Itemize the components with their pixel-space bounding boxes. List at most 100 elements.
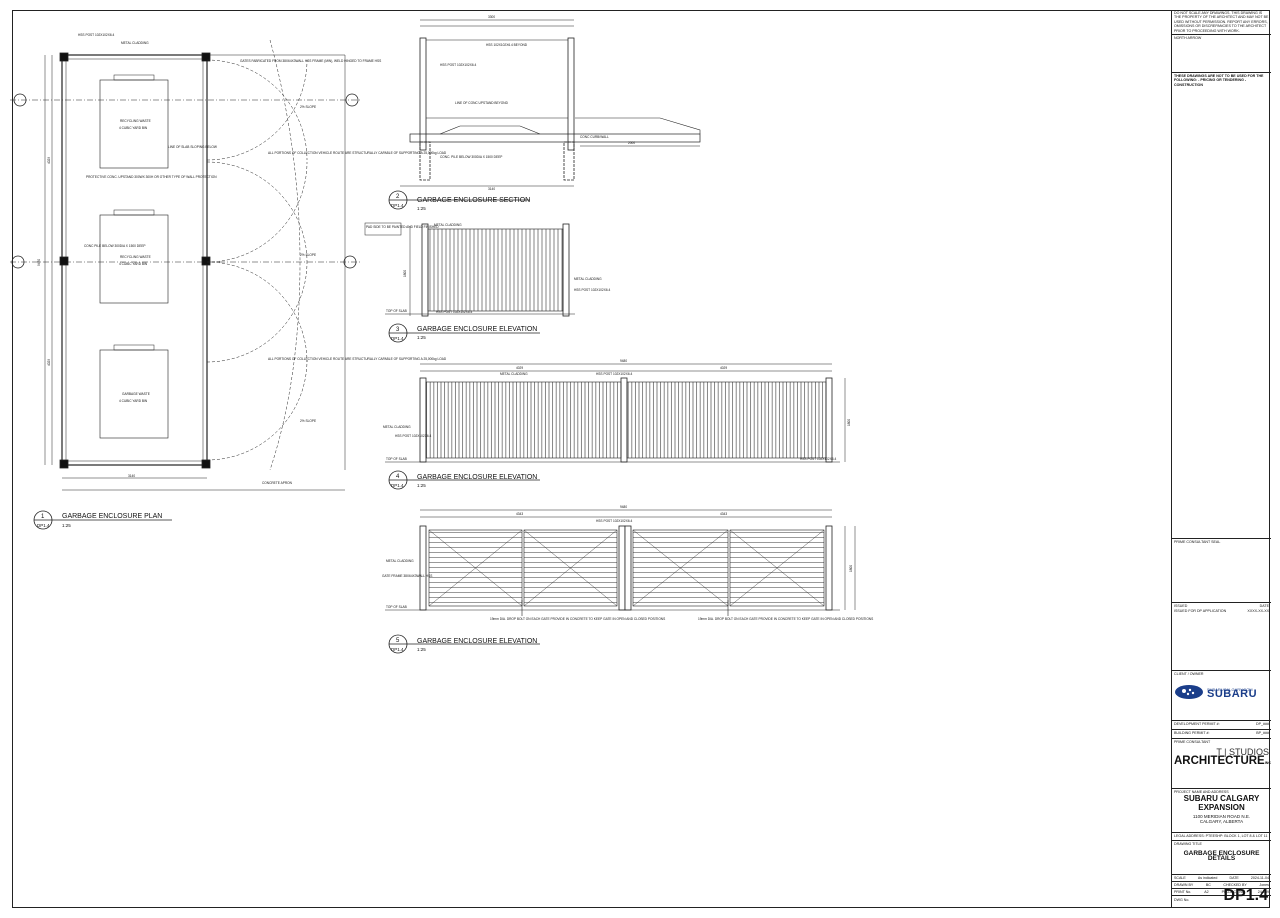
- drawing-title-label: DRAWING TITLE: [1174, 842, 1202, 846]
- elev3-hss-bottom: HSS POST 102X102X6.4: [436, 310, 472, 314]
- plan-note-slope2: 2% SLOPE: [300, 253, 316, 257]
- plan-view-number: 1: [41, 514, 45, 520]
- issue-row-date: XXXX-XX-XX: [1247, 609, 1269, 613]
- elev4-cladding: METAL CLADDING: [500, 372, 528, 376]
- elevation-5-view: [385, 509, 856, 654]
- elev5-view-number: 5: [396, 638, 400, 644]
- elev5-scale: 1:25: [417, 647, 426, 652]
- plan-dim-width: 3140: [128, 474, 135, 478]
- elev4-hss-right: HSS POST 102X102X6.4: [800, 457, 836, 461]
- section-note-curb: CONC CURB/WALL: [580, 135, 609, 139]
- project-no-label: PROJECT No.: [1221, 890, 1245, 894]
- elev4-dim-right: 4029: [720, 366, 727, 370]
- plan-dim-seg: 4029: [47, 157, 51, 164]
- drawing-sheet-border: [12, 10, 1270, 908]
- plan-bin1-label: RECYCLING WASTE: [120, 119, 151, 123]
- client-brand: SUBARU: [1207, 688, 1258, 701]
- elev4-sheet-ref: DP1.4: [391, 483, 404, 488]
- elev4-hss: HSS POST 102X102X6.4: [596, 372, 632, 376]
- checked-value: Jones: [1259, 883, 1269, 887]
- north-arrow-label: NORTH ARROW: [1174, 36, 1202, 40]
- issue-row-desc: ISSUED FOR DP APPLICATION: [1174, 609, 1227, 613]
- client-logo: SUBARUCALGARY.COM SUBARU: [1174, 684, 1269, 700]
- date-label: DATE: [1229, 876, 1239, 880]
- section-view: [388, 19, 701, 210]
- plan-note-apron: CONCRETE APRON: [262, 481, 293, 485]
- section-title: GARBAGE ENCLOSURE SECTION: [417, 197, 530, 204]
- project-label: PROJECT NAME AND ADDRESS: [1174, 790, 1229, 794]
- plan-note-cladding: METAL CLADDING: [121, 41, 149, 45]
- bldg-permit-value: BP_###: [1256, 731, 1269, 735]
- elev5-hss: HSS POST 102X102X6.4: [596, 519, 632, 523]
- dwg-no-label: DWG No.: [1174, 898, 1190, 902]
- section-view-number: 2: [396, 194, 400, 200]
- elev4-height: 1800: [847, 419, 851, 426]
- elevation-5-labels: 9480 4343 4343 HSS POST 102X102X6.4 META…: [382, 505, 873, 652]
- project-no-value: 24-259: [1257, 890, 1269, 894]
- plan-note-collection: ALL PORTIONS OF COLLECTION VEHICLE ROUTE…: [268, 151, 447, 155]
- firm-main: ARCHITECTURE: [1174, 754, 1265, 767]
- elev3-hss: HSS POST 102X102X6.4: [574, 288, 610, 292]
- section-labels: 3300 3140 2000 HSS 102X102X6.4 BEYOND HS…: [391, 15, 635, 211]
- sheet-number-box: DWG No. DP1.4: [1172, 887, 1271, 908]
- firm-top: T | STUDIOS: [1216, 747, 1269, 758]
- address-line2: CALGARY, ALBERTA: [1199, 819, 1244, 825]
- elev4-dim-left: 4029: [516, 366, 523, 370]
- client-box: CLIENT / OWNER SUBARUCALGARY.COM SUBARU: [1172, 670, 1271, 720]
- plan-labels: RECYCLING WASTE 4 CUBIC YARD BIN RECYCLI…: [37, 33, 447, 528]
- elev5-dim-right: 4343: [720, 512, 727, 516]
- plan-note-collection2: ALL PORTIONS OF COLLECTION VEHICLE ROUTE…: [268, 357, 447, 361]
- scale-value: As indicated: [1197, 876, 1218, 880]
- plan-bin3-size: 4 CUBIC YARD BIN: [119, 399, 148, 403]
- plan-title: GARBAGE ENCLOSURE PLAN: [62, 513, 162, 520]
- drawn-label: DRAWN BY: [1174, 883, 1194, 887]
- elev4-hss-left: HSS POST 102X102X6.4: [395, 434, 431, 438]
- plan-note-slope: 2% SLOPE: [300, 105, 316, 109]
- plan-scale: 1:25: [62, 523, 71, 528]
- section-dim-bottom: 3140: [488, 187, 495, 191]
- drawing-title-line2: DETAILS: [1207, 855, 1236, 863]
- section-dim-apron: 2000: [628, 141, 635, 145]
- prime-seal-label: PRIME CONSULTANT SEAL: [1174, 540, 1221, 544]
- drawn-checked-row: DRAWN BY BC CHECKED BY Jones: [1172, 881, 1271, 888]
- section-note-hss-beyond: HSS 102X102X6.4 BEYOND: [486, 43, 528, 47]
- plan-note-pile: CONC PILE BELOW 300DIA X 1500 DEEP: [84, 244, 145, 248]
- disclaimer-note: DO NOT SCALE ANY DRAWINGS. THIS DRAWING …: [1174, 11, 1269, 33]
- plan-note-slope3: 2% SLOPE: [300, 419, 316, 423]
- prime-consultant-label: PRIME CONSULTANT: [1174, 740, 1211, 744]
- usage-notice: THESE DRAWINGS ARE NOT TO BE USED FOR TH…: [1172, 72, 1271, 112]
- elev3-view-number: 3: [396, 327, 400, 333]
- drawn-value: BC: [1205, 883, 1211, 887]
- checked-label: CHECKED BY: [1223, 883, 1247, 887]
- elev5-dim-left: 4343: [516, 512, 523, 516]
- plan-note-hss: HSS POST 102X102X6.4: [78, 33, 114, 37]
- drawing-title-box: DRAWING TITLE GARBAGE ENCLOSURE DETAILS: [1172, 840, 1271, 874]
- dev-permit-label: DEVELOPMENT PERMIT #:: [1174, 722, 1220, 726]
- client-label: CLIENT / OWNER: [1174, 672, 1204, 676]
- date-value: 2024-11-04: [1250, 876, 1269, 880]
- elev3-cladding: METAL CLADDING: [574, 277, 602, 281]
- plan-sheet-ref: DP1.4: [37, 523, 50, 528]
- elev4-title: GARBAGE ENCLOSURE ELEVATION: [417, 474, 537, 481]
- prime-consultant-box: PRIME CONSULTANT T | STUDIOS ARCHITECTUR…: [1172, 738, 1271, 788]
- bldg-permit-label: BUILDING PERMIT #:: [1174, 731, 1210, 735]
- issue-date-label: DATE: [1259, 604, 1269, 608]
- print-label: PRINT No.: [1174, 890, 1192, 894]
- elev3-cladding-top: METAL CLADDING: [434, 223, 462, 227]
- section-note-hss: HSS POST 102X102X6.4: [440, 63, 476, 67]
- elev5-drop-bolt-left: 19mm DIA. DROP BOLT ON EACH GATE PROVIDE…: [490, 617, 665, 621]
- elev3-callout: PAD SIDE TO BE PAINTED AND FIELD FINISHE…: [366, 225, 439, 229]
- project-line1: SUBARU CALGARY: [1183, 794, 1260, 804]
- firm-suffix: INC: [1264, 760, 1271, 765]
- title-block: DO NOT SCALE ANY DRAWINGS. THIS DRAWING …: [1171, 10, 1271, 908]
- elev3-scale: 1:25: [417, 335, 426, 340]
- section-note-upstand: LINE OF CONC UPSTAND BEYOND: [455, 101, 509, 105]
- elev5-drop-bolt-right: 19mm DIA. DROP BOLT ON EACH GATE PROVIDE…: [698, 617, 873, 621]
- north-arrow-box: NORTH ARROW: [1172, 34, 1271, 72]
- sheet-number: DP1.4: [1223, 887, 1268, 904]
- address-line1: 1100 MERIDIAN ROAD N.E.: [1192, 814, 1251, 820]
- elev5-dim-overall: 9480: [620, 505, 627, 509]
